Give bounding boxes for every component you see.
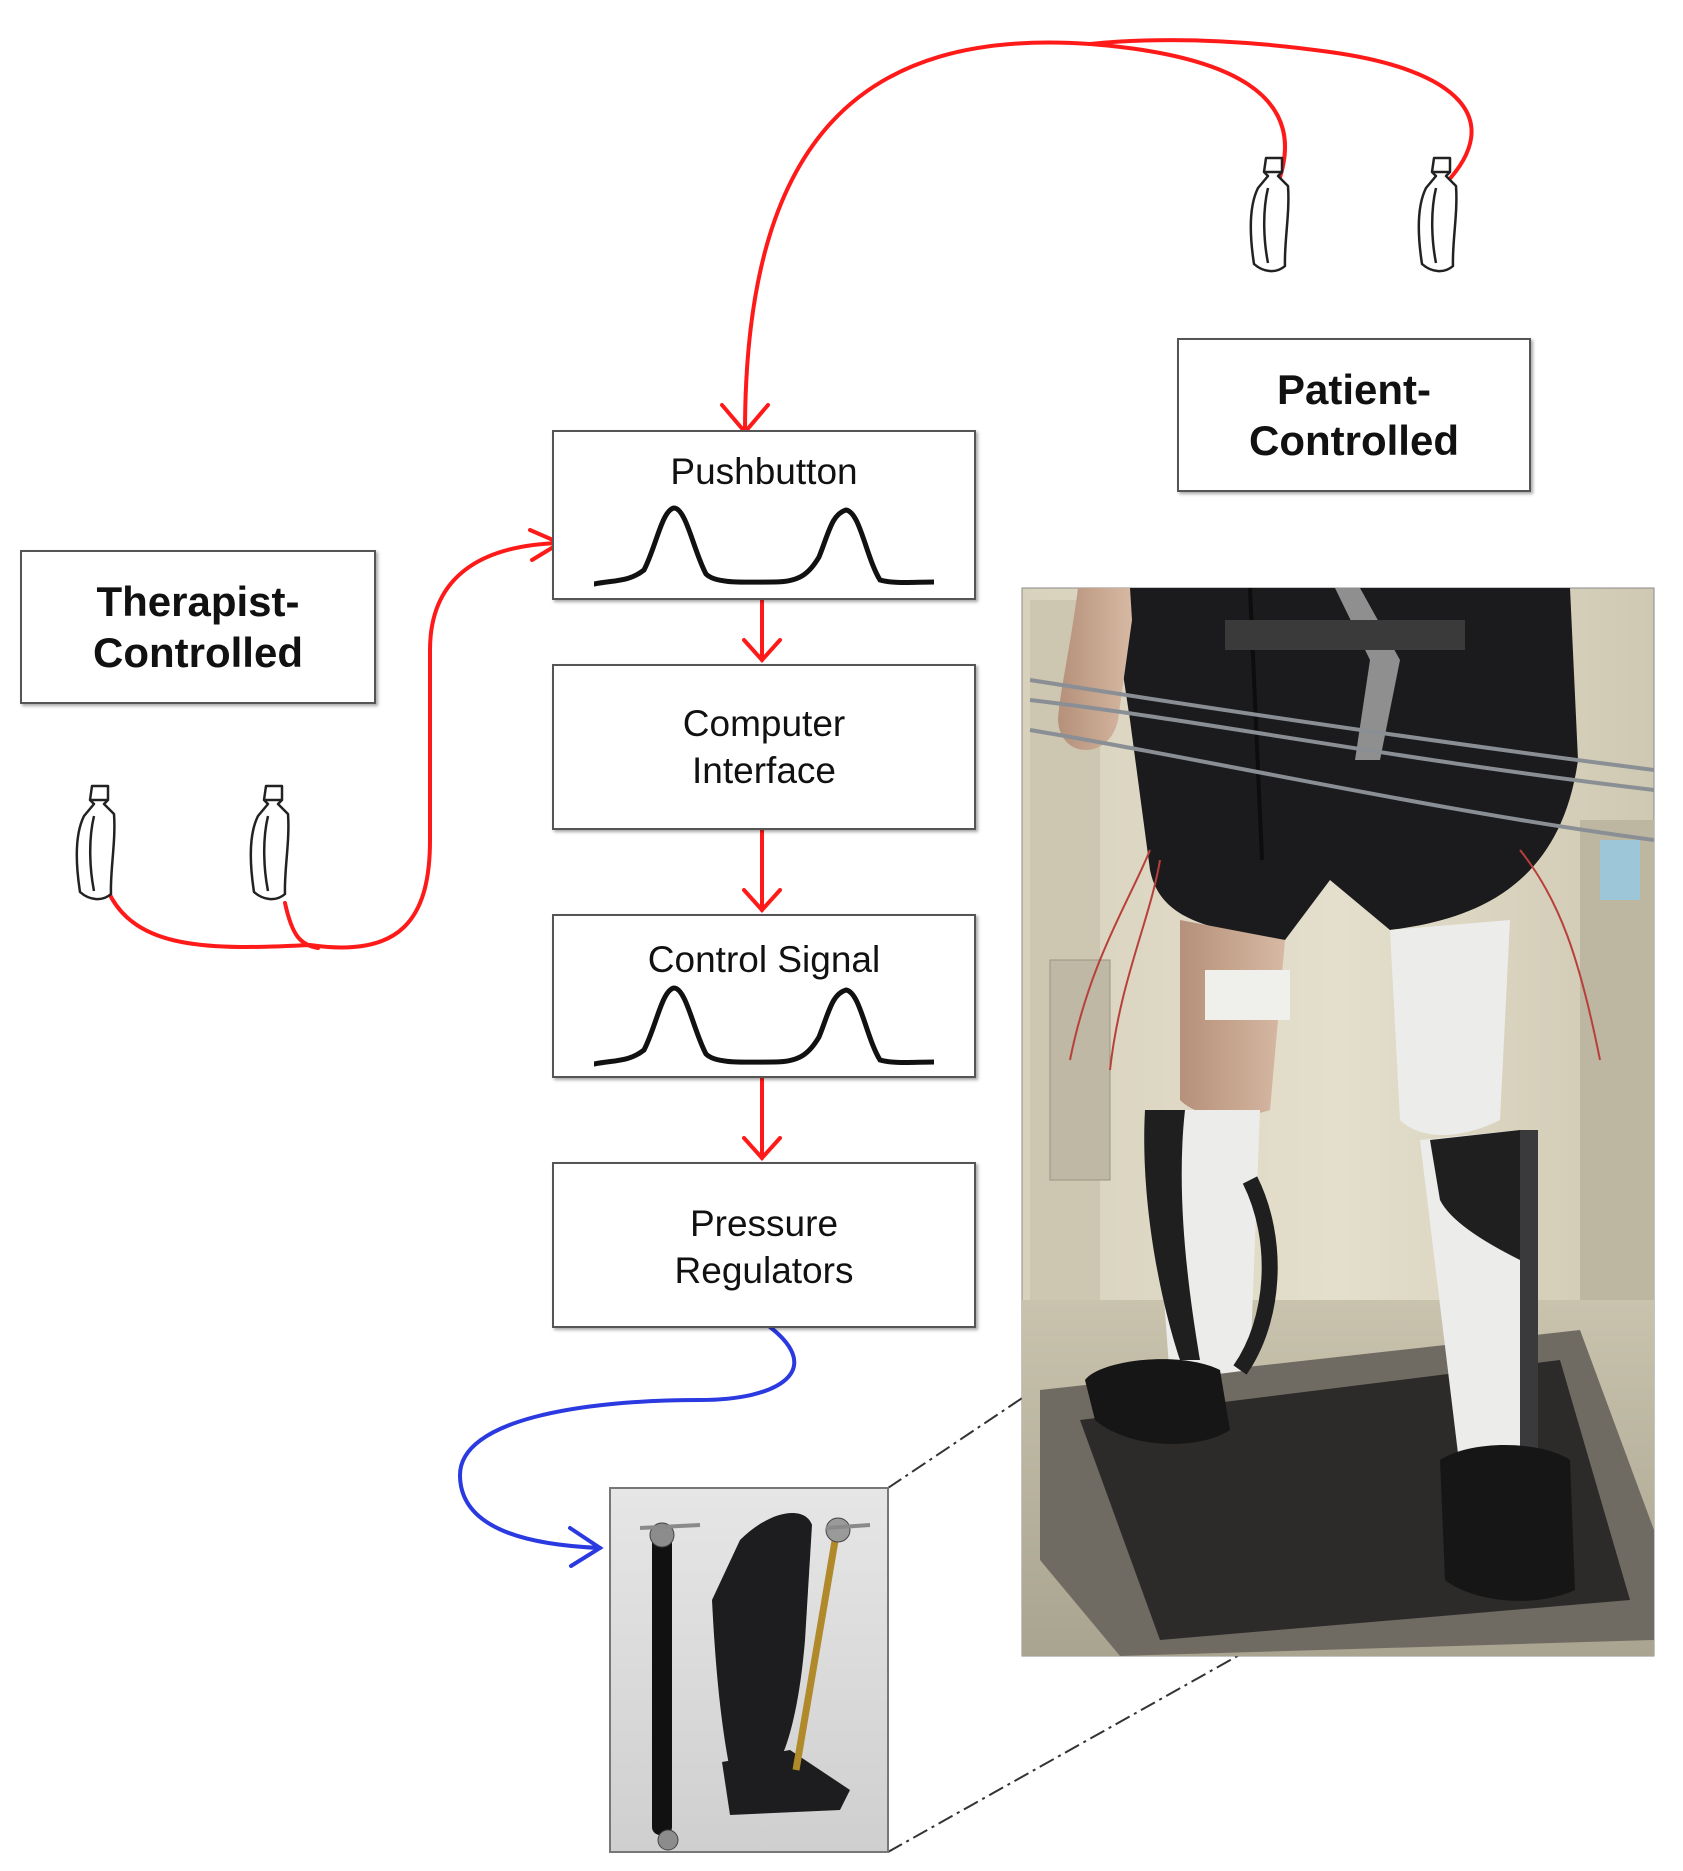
pushbutton-block: Pushbutton: [552, 430, 976, 600]
therapist-hand-controller-icon-2: [249, 784, 290, 901]
patient-controlled-label: Patient- Controlled: [1177, 338, 1531, 492]
flow-arrowhead-3: [742, 1136, 782, 1161]
treadmill-photo: [1021, 587, 1655, 1657]
control-signal-title: Control Signal: [647, 939, 881, 980]
therapist-controlled-label: Therapist- Controlled: [20, 550, 376, 704]
flow-arrowhead-2: [742, 888, 782, 913]
pressure-regulators-block: Pressure Regulators: [552, 1162, 976, 1328]
double-peak-waveform-icon: [594, 985, 934, 1067]
patient-label-line-2: Controlled: [1249, 417, 1459, 464]
computer-interface-line-1: Computer: [682, 703, 846, 744]
computer-interface-block: Computer Interface: [552, 664, 976, 830]
patient-wire-left: [743, 40, 1287, 434]
pushbutton-title: Pushbutton: [670, 451, 858, 492]
pneumatic-line: [457, 1325, 797, 1568]
double-peak-waveform-icon: [594, 505, 934, 587]
flow-arrowhead-1: [742, 638, 782, 663]
patient-label-line-1: Patient-: [1276, 365, 1431, 413]
therapist-wire-branch: [283, 901, 320, 950]
computer-interface-line-2: Interface: [692, 750, 836, 792]
therapist-hand-controller-icon-1: [75, 784, 116, 901]
patient-hand-controller-icon-1: [1249, 156, 1290, 273]
orthosis-closeup-photo: [609, 1487, 889, 1853]
pressure-regulators-line-2: Regulators: [674, 1250, 854, 1292]
therapist-label-line-1: Therapist-: [96, 577, 300, 625]
control-signal-block: Control Signal: [552, 914, 976, 1078]
signal-wires: [106, 38, 1474, 1161]
pressure-regulators-line-1: Pressure: [689, 1203, 839, 1244]
patient-hand-controller-icon-2: [1417, 156, 1458, 273]
patient-wire-right: [1088, 38, 1474, 185]
therapist-wire: [106, 541, 562, 950]
hand-controller-icon: [75, 156, 1458, 901]
therapist-label-line-2: Controlled: [93, 629, 303, 676]
